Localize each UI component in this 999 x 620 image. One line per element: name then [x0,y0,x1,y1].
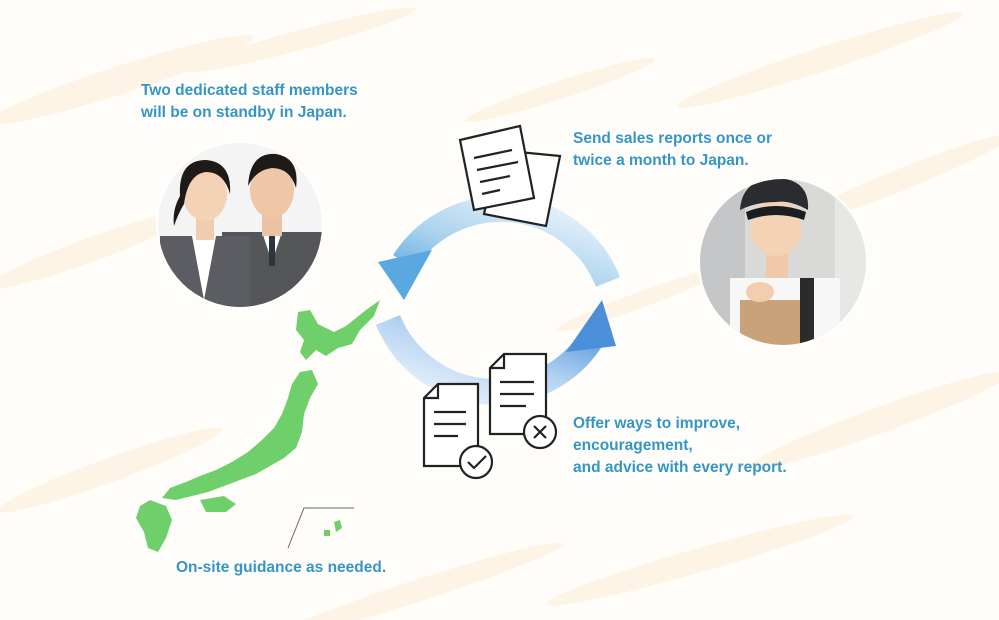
caption-guidance: On-site guidance as needed. [176,559,387,576]
cycle-arrow-top [378,195,621,300]
caption-reports: Send sales reports once or twice a month… [573,130,772,169]
shop-staff-photo [698,177,868,347]
japan-map [136,300,380,552]
approved-document-icon [422,382,494,480]
caption-advice: Offer ways to improve, encouragement, an… [573,415,787,476]
okinawa-inset-line [287,507,354,549]
document-icon [458,124,562,228]
cycle-arrow-bottom [375,300,616,405]
caption-staff: Two dedicated staff members will be on s… [141,82,358,121]
staff-photo [156,141,324,309]
rejected-document-icon [488,352,558,450]
